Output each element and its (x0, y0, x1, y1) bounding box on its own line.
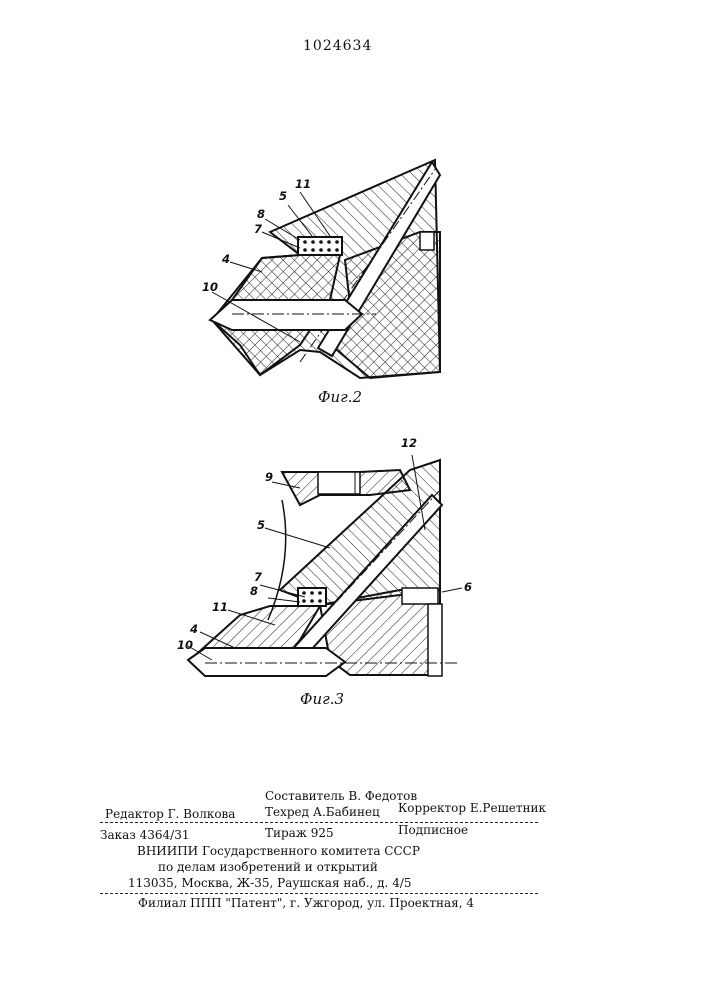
colophon-order: Заказ 4364/31 (100, 828, 190, 842)
figure-2-drawing (210, 160, 440, 378)
colophon-subscription: Подписное (398, 823, 468, 837)
fig3-spring-pocket (298, 588, 326, 606)
fig3-callout-6: 6 (464, 580, 472, 594)
fig2-callout-5: 5 (279, 189, 287, 203)
fig2-callout-11: 11 (295, 177, 311, 191)
colophon-circulation: Тираж 925 (265, 826, 334, 840)
colophon-address: 113035, Москва, Ж-35, Раушская наб., д. … (128, 876, 412, 890)
fig2-cutter-10 (210, 300, 362, 330)
fig2-spring-pocket (298, 237, 342, 255)
colophon-org-line2: по делам изобретений и открытий (158, 860, 378, 874)
colophon-rule-1 (100, 822, 538, 823)
fig3-callout-9: 9 (265, 470, 273, 484)
fig2-caption: Фиг.2 (318, 388, 362, 406)
fig3-part-6 (402, 588, 438, 604)
fig3-callout-8: 8 (250, 584, 258, 598)
fig2-callout-10: 10 (202, 280, 218, 294)
colophon-branch: Филиал ППП "Патент", г. Ужгород, ул. Про… (138, 896, 474, 910)
fig3-callout-12: 12 (401, 436, 417, 450)
colophon-compiler: Составитель В. Федотов (265, 789, 417, 803)
fig2-callout-4: 4 (222, 252, 230, 266)
fig3-callout-11: 11 (212, 600, 228, 614)
colophon-rule-2 (100, 893, 538, 894)
fig3-callout-10: 10 (177, 638, 193, 652)
fig3-cutter-10 (188, 648, 345, 676)
fig3-callout-4: 4 (190, 622, 198, 636)
fig3-callout-7: 7 (254, 570, 262, 584)
fig3-caption: Фиг.3 (300, 690, 344, 708)
colophon-techred: Техред А.Бабинец (265, 805, 380, 819)
fig2-callout-8: 8 (257, 207, 265, 221)
fig3-callout-5: 5 (257, 518, 265, 532)
colophon-corrector: Корректор Е.Решетник (398, 801, 546, 815)
colophon-org-line1: ВНИИПИ Государственного комитета СССР (137, 844, 420, 858)
figure-3-drawing (188, 455, 462, 676)
colophon-editor: Редактор Г. Волкова (105, 807, 235, 821)
fig2-callout-7: 7 (254, 222, 262, 236)
